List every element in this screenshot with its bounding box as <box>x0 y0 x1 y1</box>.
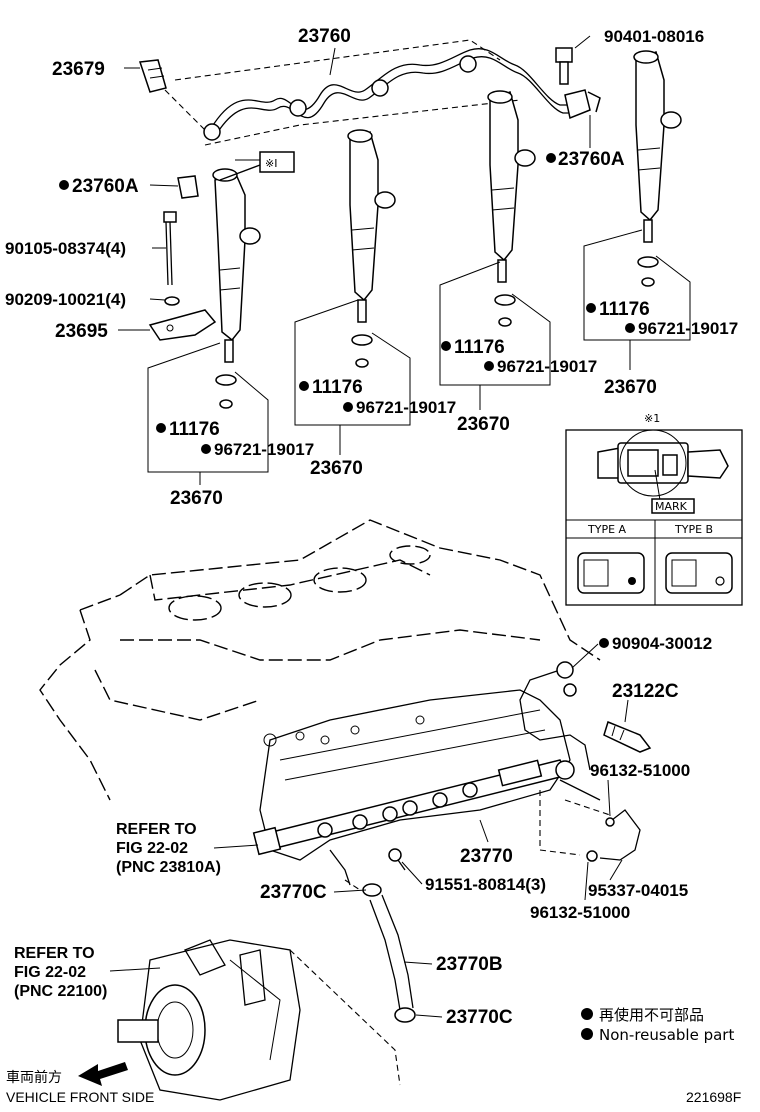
direction-jp: 車両前方 <box>6 1069 62 1085</box>
clamp-23760a-right <box>564 89 601 120</box>
seal-set-4 <box>637 256 659 287</box>
callout-mark-1: ※Ⅰ <box>259 151 295 173</box>
label-11176-1: 11176 <box>169 419 220 440</box>
label-95337: 95337-04015 <box>588 881 688 900</box>
clamp-23760a-left <box>177 175 199 199</box>
label-23670-4: 23670 <box>604 377 657 398</box>
label-23760a-right: 23760A <box>558 149 625 170</box>
label-23695: 23695 <box>55 321 108 342</box>
label-23679: 23679 <box>52 59 105 80</box>
supply-pump <box>117 939 401 1101</box>
legend-dot-jp <box>581 1008 593 1020</box>
legend: 再使用不可部品 Non-reusable part <box>581 1006 734 1044</box>
seal-set-1 <box>215 374 237 409</box>
arrow-left-icon <box>78 1062 128 1086</box>
nonreusable-dot-96721-1 <box>201 444 211 454</box>
direction-en: VEHICLE FRONT SIDE <box>6 1089 154 1105</box>
injector-4 <box>633 50 682 243</box>
ref1-line2: FIG 22-02 <box>116 840 188 857</box>
nonreusable-dot-23760a-left <box>59 180 69 190</box>
legend-jp: 再使用不可部品 <box>599 1006 704 1024</box>
label-23770b: 23770B <box>436 954 503 975</box>
label-90209: 90209-10021(4) <box>5 290 126 309</box>
injector-1 <box>212 164 261 363</box>
detail-title: ※1 <box>644 412 660 425</box>
type-b-label: TYPE B <box>674 523 713 536</box>
hose-23770b <box>344 879 416 1023</box>
legend-dot-en <box>581 1028 593 1040</box>
ref1-line3: (PNC 23810A) <box>116 859 221 876</box>
fuel-rail-23770 <box>252 759 601 886</box>
pressure-sensor-23122c <box>603 720 652 753</box>
detail-box: ※1 MARK TYPE A TYPE B <box>565 412 743 606</box>
washer-90209 <box>164 296 180 306</box>
label-90401: 90401-08016 <box>604 27 704 46</box>
label-90105: 90105-08374(4) <box>5 239 126 258</box>
bracket-23670-4 <box>583 229 691 370</box>
nonreusable-dot-11176-2 <box>299 381 309 391</box>
label-23770: 23770 <box>460 846 513 867</box>
nonreusable-dot-11176-1 <box>156 423 166 433</box>
nonreusable-dot-11176-3 <box>441 341 451 351</box>
nonreusable-dot-23760a-right <box>546 153 556 163</box>
nonreusable-dot-11176-4 <box>586 303 596 313</box>
bolt-91551 <box>388 848 406 871</box>
label-23670-2: 23670 <box>310 458 363 479</box>
injector-harness-23760 <box>164 39 580 146</box>
bracket-23670-3 <box>439 261 551 410</box>
label-23760: 23760 <box>298 26 351 47</box>
label-23770c-bottom: 23770C <box>446 1007 513 1028</box>
injector-2 <box>347 129 396 323</box>
label-90904: 90904-30012 <box>612 634 712 653</box>
label-96132-b: 96132-51000 <box>530 903 630 922</box>
seal-set-3 <box>494 294 516 327</box>
clamp-23695 <box>148 309 217 341</box>
engine-outline <box>39 519 601 801</box>
label-23670-3: 23670 <box>457 414 510 435</box>
callout-text: ※Ⅰ <box>265 157 277 170</box>
nonreusable-dot-96721-2 <box>343 402 353 412</box>
label-96721-1: 96721-19017 <box>214 440 314 459</box>
label-11176-2: 11176 <box>312 377 363 398</box>
label-11176-4: 11176 <box>599 299 650 320</box>
nonreusable-dot-96721-3 <box>484 361 494 371</box>
injector-3 <box>487 90 536 283</box>
label-96721-3: 96721-19017 <box>497 357 597 376</box>
bolt-90401 <box>555 47 573 85</box>
label-23770c-top: 23770C <box>260 882 327 903</box>
direction-indicator: 車両前方 VEHICLE FRONT SIDE <box>6 1062 154 1105</box>
cylinder-head <box>259 689 571 861</box>
nonreusable-dot-96721-4 <box>625 323 635 333</box>
ref1-line1: REFER TO <box>116 821 197 838</box>
hose-95337 <box>539 790 641 862</box>
bracket-23670-1 <box>147 342 269 485</box>
bolt-90105 <box>163 211 177 286</box>
legend-en: Non-reusable part <box>599 1026 734 1044</box>
label-96132-a: 96132-51000 <box>590 761 690 780</box>
label-96721-2: 96721-19017 <box>356 398 456 417</box>
label-91551: 91551-80814(3) <box>425 875 546 894</box>
label-96721-4: 96721-19017 <box>638 319 738 338</box>
bracket-23670-2 <box>294 299 411 455</box>
label-23760a-left: 23760A <box>72 176 139 197</box>
nonreusable-dot-90904 <box>599 638 609 648</box>
figure-id: 221698F <box>686 1089 741 1105</box>
label-23670-1: 23670 <box>170 488 223 509</box>
type-a-label: TYPE A <box>587 523 627 536</box>
ref2-line3: (PNC 22100) <box>14 983 107 1000</box>
seal-set-2 <box>351 334 373 368</box>
ref2-line1: REFER TO <box>14 945 95 962</box>
label-11176-3: 11176 <box>454 337 505 358</box>
label-23122c: 23122C <box>612 681 679 702</box>
return-pipe <box>519 661 591 771</box>
mark-label: MARK <box>655 500 688 513</box>
bolt-23679 <box>138 59 167 93</box>
leader-lines-top <box>118 35 591 331</box>
ref2-line2: FIG 22-02 <box>14 964 86 981</box>
